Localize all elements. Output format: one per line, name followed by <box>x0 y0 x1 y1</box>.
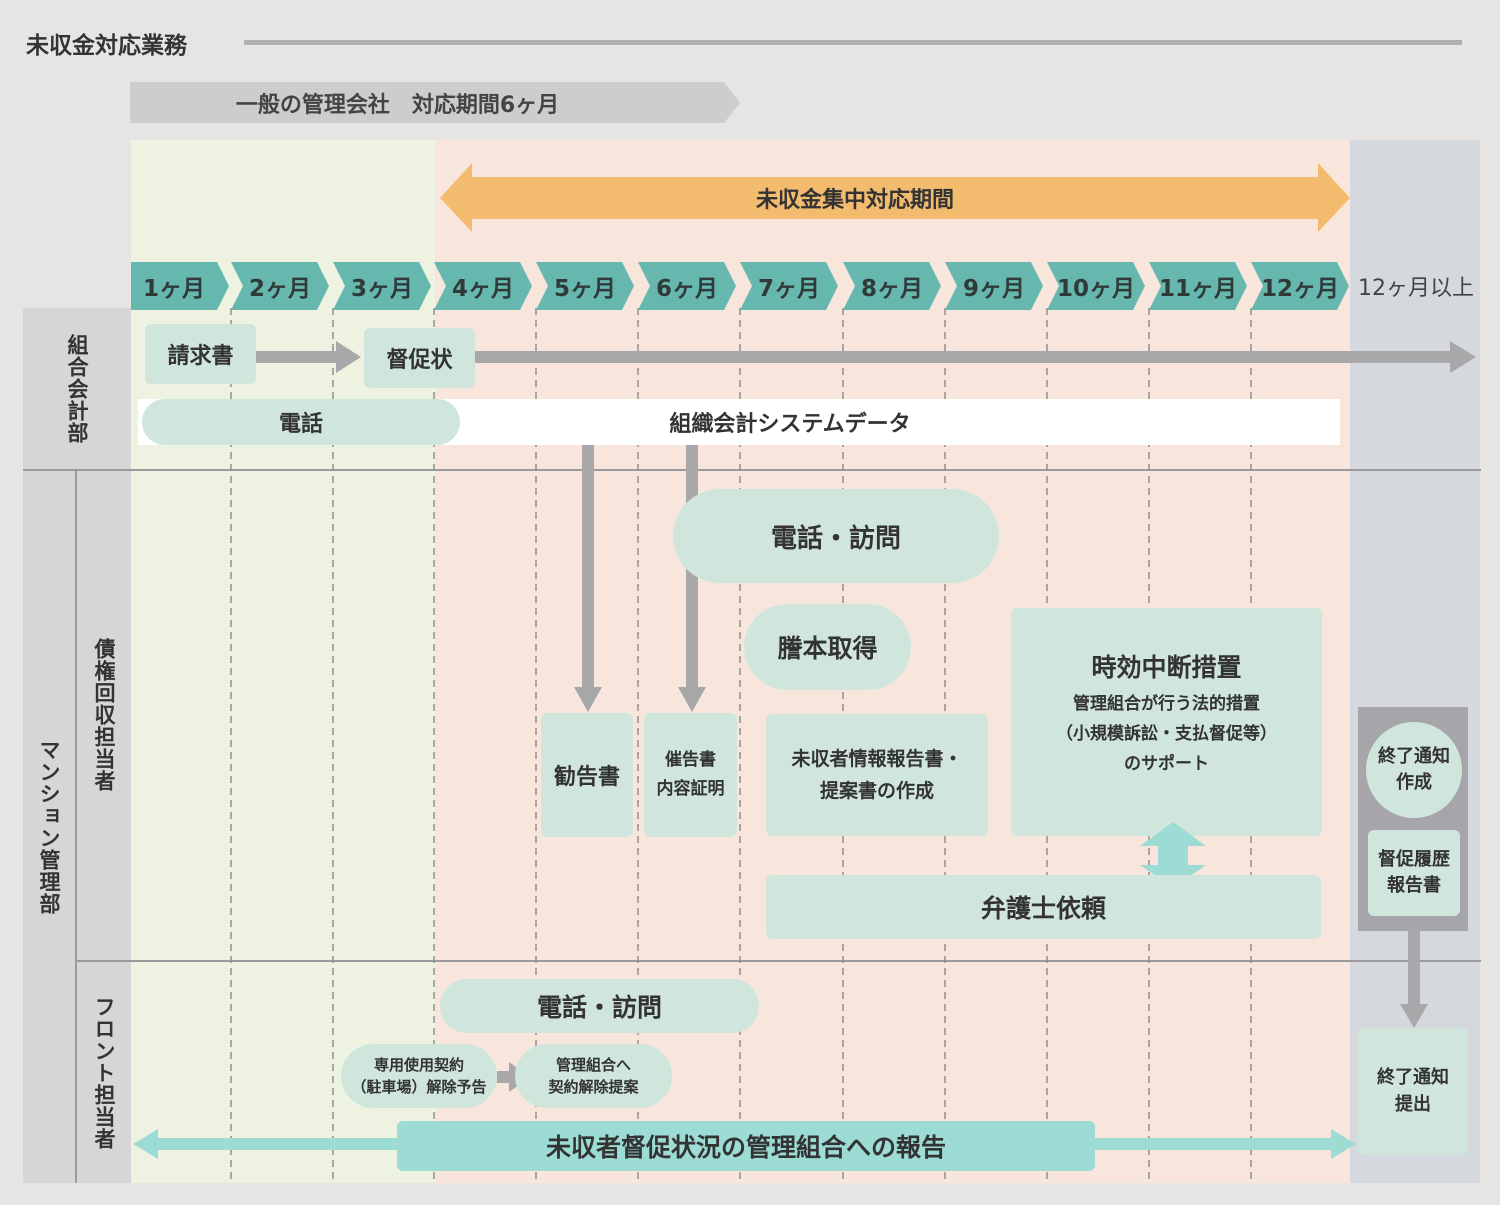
zone-early <box>131 140 435 1183</box>
register-box: 謄本取得 <box>744 604 911 690</box>
end-notice-submit: 終了通知 提出 <box>1358 1028 1468 1155</box>
history-report: 督促履歴 報告書 <box>1368 830 1460 916</box>
end-notice-create: 終了通知 作成 <box>1366 722 1462 818</box>
focus-period-arrow <box>440 163 1350 232</box>
lane-separator-1 <box>23 469 1481 471</box>
lane-collection: 債権回収担当者 <box>77 470 131 960</box>
lane-mansion-label: マンション管理部 <box>37 738 61 915</box>
month-chevron-4 <box>434 262 532 310</box>
month-label-5: 5ヶ月 <box>553 276 616 302</box>
month-label-12: 12ヶ月 <box>1260 276 1339 302</box>
month-chevron-3 <box>333 262 431 310</box>
month-label-10: 10ヶ月 <box>1056 276 1135 302</box>
month-label-2: 2ヶ月 <box>248 276 311 302</box>
lane-collection-label: 債権回収担当者 <box>92 638 116 792</box>
statute-subtext: 管理組合が行う法的措置 （小規模訴訟・支払督促等） のサポート <box>1056 694 1277 774</box>
month-chevron-6 <box>638 262 736 310</box>
demand-box: 催告書 内容証明 <box>644 713 737 837</box>
statute-title: 時効中断措置 <box>1091 653 1242 682</box>
lane-front-label: フロント担当者 <box>92 995 116 1150</box>
lane-header-column <box>23 308 131 1183</box>
month-label-6: 6ヶ月 <box>655 276 718 302</box>
month-label-8: 8ヶ月 <box>860 276 923 302</box>
month-chevron-7 <box>740 262 838 310</box>
reminder-box: 督促状 <box>364 328 475 388</box>
title-rule <box>244 40 1462 45</box>
diagram-title: 未収金対応業務 <box>26 33 187 59</box>
advice-box: 勧告書 <box>541 713 633 837</box>
month-label-11: 11ヶ月 <box>1158 276 1237 302</box>
month-label-4: 4ヶ月 <box>451 276 514 302</box>
month-chevron-5 <box>536 262 634 310</box>
report-box: 未収者情報報告書・ 提案書の作成 <box>766 714 988 836</box>
cancel-notice-box: 専用使用契約 （駐車場）解除予告 <box>341 1044 497 1108</box>
month-chevron-11 <box>1149 262 1247 310</box>
month-label-3: 3ヶ月 <box>350 276 413 302</box>
phone-pill: 電話 <box>142 399 460 445</box>
system-data-label: 組織会計システムデータ <box>669 412 911 437</box>
lane-front: フロント担当者 <box>77 962 131 1183</box>
status-report-box: 未収者督促状況の管理組合への報告 <box>397 1121 1095 1171</box>
month-chevron-12 <box>1251 262 1349 310</box>
lane-accounting: 組合会計部 <box>23 308 131 470</box>
month-label-1: 1ヶ月 <box>142 276 205 302</box>
lane-mansion: マンション管理部 <box>23 470 75 1183</box>
month-chevron-2 <box>231 262 329 310</box>
general-period-label: 一般の管理会社 対応期間6ヶ月 <box>235 93 560 118</box>
month-chevron-10 <box>1047 262 1145 310</box>
general-period-banner <box>130 82 740 123</box>
collection-phone-visit: 電話・訪問 <box>673 489 999 583</box>
statute-lawyer-arrow <box>1140 822 1206 888</box>
lane-accounting-label: 組合会計部 <box>65 334 89 444</box>
month-label-7: 7ヶ月 <box>757 276 820 302</box>
lane-sub-divider <box>75 470 77 1183</box>
month-over-12: 12ヶ月以上 <box>1358 276 1474 301</box>
lane-separator-2 <box>75 960 1481 962</box>
month-chevron-1 <box>131 262 229 310</box>
month-chevron-9 <box>945 262 1043 310</box>
month-label-9: 9ヶ月 <box>962 276 1025 302</box>
month-chevron-8 <box>843 262 941 310</box>
front-phone-visit: 電話・訪問 <box>440 979 759 1033</box>
lawyer-box: 弁護士依頼 <box>766 875 1321 939</box>
statute-box: 時効中断措置 管理組合が行う法的措置 （小規模訴訟・支払督促等） のサポート <box>1011 608 1322 836</box>
focus-period-label: 未収金集中対応期間 <box>755 188 954 213</box>
invoice-box: 請求書 <box>145 324 256 384</box>
cancel-proposal-box: 管理組合へ 契約解除提案 <box>515 1044 672 1108</box>
